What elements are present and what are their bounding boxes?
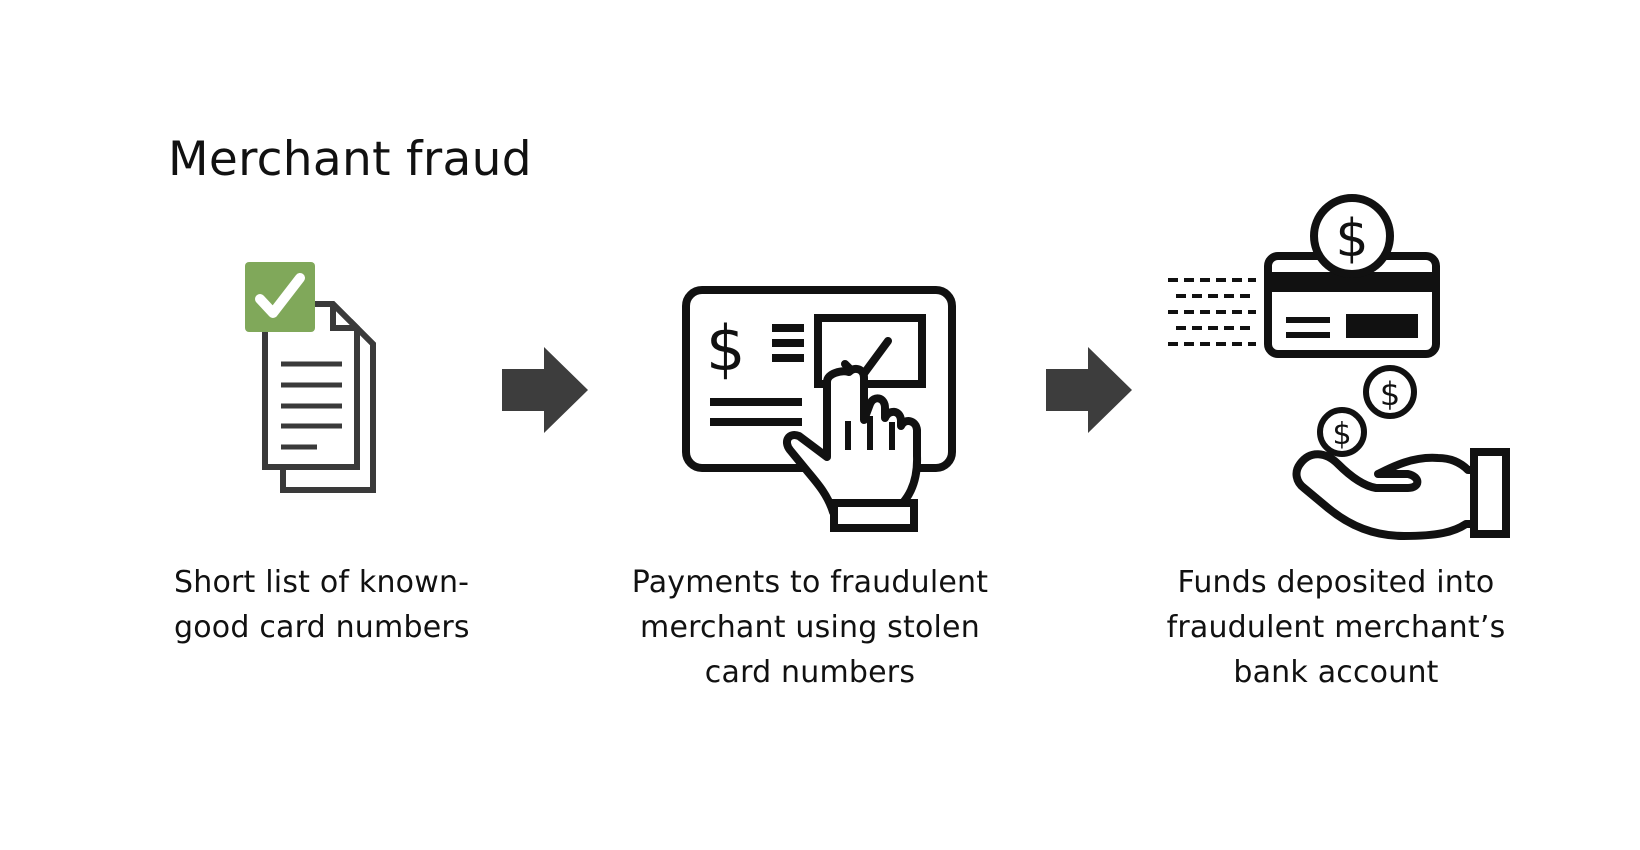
svg-text:$: $ <box>1332 417 1351 452</box>
svg-text:$: $ <box>706 312 745 385</box>
caption-line: Short list of known- <box>174 565 470 600</box>
arrow-right-icon <box>1046 347 1132 433</box>
caption-line: card numbers <box>704 655 916 690</box>
caption-step-1: Short list of known- good card numbers <box>174 560 470 650</box>
caption-line: Payments to fraudulent <box>631 565 989 600</box>
checked-document-icon <box>245 262 410 493</box>
diagram-title: Merchant fraud <box>168 132 532 187</box>
payment-terminal-icon: $ <box>682 286 956 532</box>
card-deposit-icon: $ $ $ <box>1168 190 1512 540</box>
caption-step-3: Funds deposited into fraudulent merchant… <box>1146 560 1526 695</box>
caption-line: Funds deposited into <box>1177 565 1495 600</box>
caption-line: good card numbers <box>174 610 470 645</box>
arrow-right-icon <box>502 347 588 433</box>
svg-text:$: $ <box>1335 209 1368 269</box>
caption-step-2: Payments to fraudulent merchant using st… <box>620 560 1000 695</box>
svg-text:$: $ <box>1380 375 1400 413</box>
caption-line: bank account <box>1233 655 1439 690</box>
caption-line: merchant using stolen <box>640 610 980 645</box>
caption-line: fraudulent merchant’s <box>1166 610 1506 645</box>
